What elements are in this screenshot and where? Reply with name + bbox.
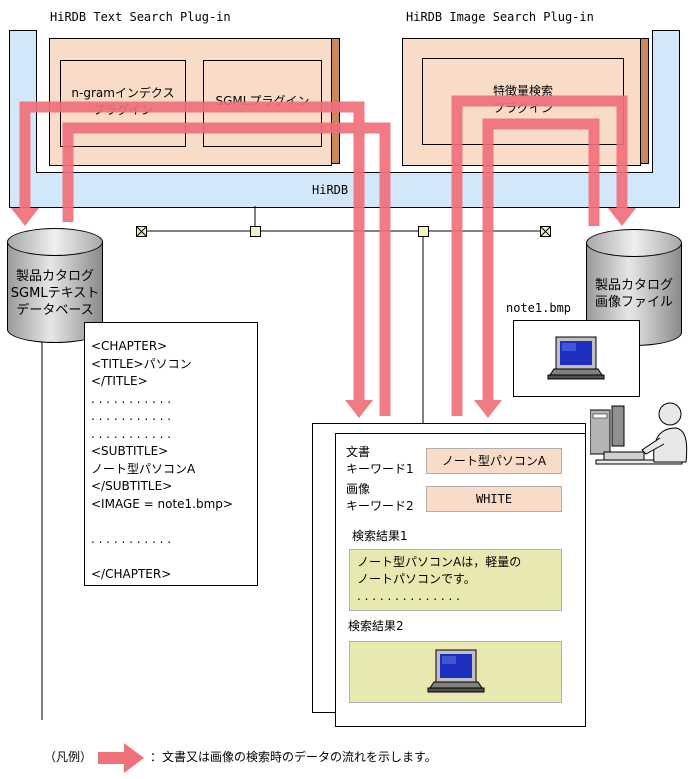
search-window: 文書 キーワード1 ノート型パソコンA 画像 キーワード2 WHITE 検索結果…: [335, 433, 586, 727]
sgml-db-line1: 製品カタログ: [15, 269, 94, 284]
feature-line1: 特徴量検索: [492, 84, 553, 98]
keyword1-label-line2: キーワード1: [346, 462, 414, 476]
sgml-doc-lines: <CHAPTER> <TITLE>パソコン </TITLE> . . . . .…: [91, 338, 233, 583]
doc-line: [91, 548, 233, 566]
arrowhead-search-window-b: [474, 400, 502, 418]
legend-prefix: （凡例）: [44, 750, 93, 764]
doc-line: </TITLE>: [91, 374, 148, 388]
feature-plugin: 特徴量検索 プラグイン: [422, 58, 624, 145]
doc-line: <CHAPTER>: [91, 339, 168, 353]
ngram-plugin: n-gramインデクス プラグイン: [60, 60, 186, 147]
legend-arrow-icon: [98, 743, 144, 773]
doc-line: [91, 513, 233, 531]
result1-line1: ノート型パソコンAは，軽量の: [357, 555, 522, 569]
keyword1-field[interactable]: ノート型パソコンA: [426, 448, 562, 474]
doc-line: <TITLE>パソコン: [91, 356, 192, 371]
arrowhead-sgml-db: [11, 208, 39, 226]
hirdb-label: HiRDB: [312, 183, 349, 197]
doc-line: </CHAPTER>: [91, 566, 172, 581]
result2-label: 検索結果2: [348, 619, 404, 633]
sgml-plugin: SGMLプラグイン: [203, 60, 322, 147]
keyword1-label-line1: 文書: [346, 445, 371, 459]
doc-line: . . . . . . . . . . .: [91, 391, 172, 406]
laptop-icon: [427, 649, 485, 693]
result1-label: 検索結果1: [352, 529, 408, 543]
network-node-hirdb: [250, 226, 261, 237]
user-workstation-icon: [590, 402, 688, 465]
note-image-box: [513, 320, 640, 397]
text-plugin-title: HiRDB Text Search Plug-in: [50, 10, 231, 24]
keyword2-label-line2: キーワード2: [346, 499, 414, 513]
result2-box: [349, 641, 562, 703]
arrowhead-search-window-a: [345, 400, 373, 418]
sgml-document: <CHAPTER> <TITLE>パソコン </TITLE> . . . . .…: [84, 322, 258, 586]
image-plugin-title: HiRDB Image Search Plug-in: [406, 10, 594, 24]
sgml-db-line2: SGMLテキスト: [10, 286, 100, 301]
image-file-line2: 画像ファイル: [594, 295, 673, 310]
legend-text: ：文書又は画像の検索時のデータの流れを示します。: [150, 750, 437, 764]
doc-line: . . . . . . . . . . .: [91, 531, 172, 546]
result1-line2: ノートパソコンです。: [357, 572, 476, 586]
sgml-db-line3: データベース: [16, 303, 94, 318]
doc-line: . . . . . . . . . . .: [91, 409, 172, 423]
network-terminator-right: [540, 226, 551, 237]
doc-line: ノート型パソコンA: [91, 461, 196, 476]
keyword2-field[interactable]: WHITE: [426, 486, 562, 512]
network-terminator-left: [136, 226, 147, 237]
keyword2-label-line1: 画像: [346, 482, 371, 496]
doc-line: </SUBTITLE>: [91, 479, 173, 493]
result1-line3: . . . . . . . . . . . . . .: [357, 589, 460, 603]
laptop-icon: [547, 336, 605, 380]
doc-line: <SUBTITLE>: [91, 444, 169, 458]
result1-box: ノート型パソコンAは，軽量の ノートパソコンです。 . . . . . . . …: [349, 549, 562, 611]
image-file-line1: 製品カタログ: [594, 278, 673, 293]
ngram-line1: n-gramインデクス: [71, 86, 175, 100]
doc-line: <IMAGE = note1.bmp>: [91, 496, 233, 511]
feature-line2: プラグイン: [492, 101, 553, 115]
sgml-label: SGMLプラグイン: [215, 94, 310, 108]
network-node-client: [418, 226, 429, 237]
image-file-name: note1.bmp: [506, 301, 572, 315]
arrowhead-image-file: [608, 208, 636, 226]
doc-line: . . . . . . . . . . .: [91, 426, 172, 441]
ngram-line2: プラグイン: [92, 103, 153, 117]
